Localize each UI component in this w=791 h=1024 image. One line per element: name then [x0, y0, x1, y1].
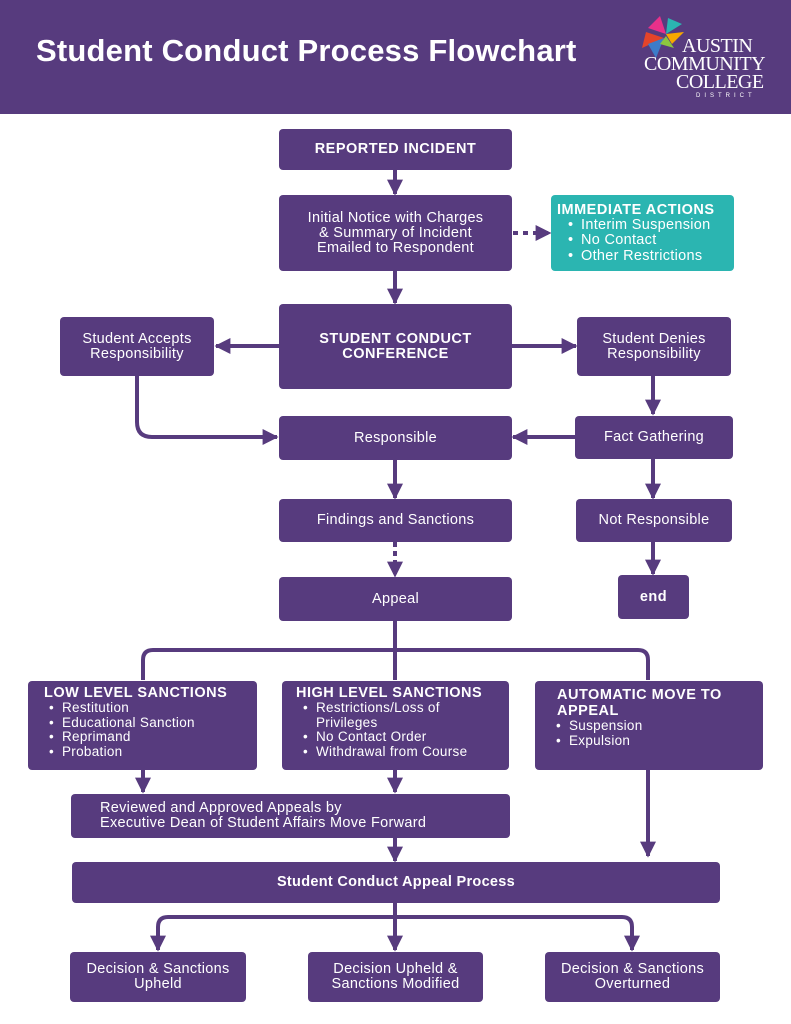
- list-item: No Contact: [568, 233, 711, 249]
- node-student-accepts: Student Accepts Responsibility: [60, 317, 214, 376]
- node-decision-upheld: Decision & Sanctions Upheld: [70, 952, 246, 1002]
- node-reviewed-appeals: Reviewed and Approved Appeals by Executi…: [71, 794, 510, 838]
- node-label: Student Conduct Appeal Process: [276, 874, 516, 890]
- node-label-line: Decision & Sanctions: [560, 961, 704, 977]
- node-label-line: & Summary of Incident: [319, 224, 472, 241]
- node-immediate-actions: IMMEDIATE ACTIONS Interim Suspension No …: [551, 195, 734, 271]
- header-bar: Student Conduct Process Flowchart AUSTIN…: [0, 0, 791, 114]
- list-item-line: Restrictions/Loss of Privileges: [316, 700, 440, 730]
- node-label-line: Decision Upheld &: [333, 961, 458, 977]
- node-heading: HIGH LEVEL SANCTIONS: [296, 685, 483, 701]
- node-label-line: Responsibility: [90, 345, 184, 362]
- logo-text-district: DISTRICT: [696, 93, 756, 99]
- node-label-line: Upheld: [134, 976, 182, 992]
- node-label: Fact Gathering: [603, 429, 705, 445]
- node-label-line: Sanctions Modified: [331, 976, 460, 992]
- node-low-level-sanctions: LOW LEVEL SANCTIONS Restitution Educatio…: [28, 681, 257, 770]
- node-label: REPORTED INCIDENT: [314, 141, 477, 157]
- node-label-line: Student Accepts: [82, 330, 192, 347]
- sanction-list: Restrictions/Loss of Privileges No Conta…: [292, 700, 499, 760]
- node-initial-notice: Initial Notice with Charges & Summary of…: [279, 195, 512, 271]
- node-automatic-move-to-appeal: AUTOMATIC MOVE TO APPEAL Suspension Expu…: [535, 681, 763, 770]
- list-item: Restitution: [49, 700, 195, 716]
- node-label: Appeal: [372, 590, 419, 607]
- node-heading: LOW LEVEL SANCTIONS: [44, 685, 228, 701]
- node-reported-incident: REPORTED INCIDENT: [279, 129, 512, 170]
- logo-star-icon: [642, 16, 684, 58]
- node-decision-overturned: Decision & Sanctions Overturned: [545, 952, 720, 1002]
- node-label-line: Reviewed and Approved Appeals by: [100, 800, 342, 816]
- node-label-line: Student Denies: [602, 330, 706, 347]
- node-label-line: Decision & Sanctions: [86, 961, 230, 977]
- node-label-line: Initial Notice with Charges: [307, 209, 484, 226]
- sanction-list: Restitution Educational Sanction Reprima…: [38, 700, 195, 760]
- list-item: Restrictions/Loss of Privileges: [303, 700, 499, 730]
- node-end: end: [618, 575, 689, 619]
- action-list: Interim Suspension No Contact Other Rest…: [557, 217, 711, 265]
- list-item: Reprimand: [49, 729, 195, 745]
- node-label-line: Executive Dean of Student Affairs Move F…: [100, 815, 427, 831]
- node-responsible: Responsible: [279, 416, 512, 460]
- node-label: Responsible: [353, 429, 438, 446]
- list-item: Probation: [49, 744, 195, 760]
- college-logo: AUSTIN COMMUNITY COLLEGE DISTRICT: [638, 14, 768, 104]
- node-heading: IMMEDIATE ACTIONS: [557, 201, 715, 218]
- page-title: Student Conduct Process Flowchart: [36, 33, 577, 68]
- node-decision-modified: Decision Upheld & Sanctions Modified: [308, 952, 483, 1002]
- list-item: Suspension: [556, 718, 643, 734]
- logo-text-line: COLLEGE: [676, 71, 764, 93]
- node-label-line: Emailed to Respondent: [316, 239, 475, 256]
- node-label-line: CONFERENCE: [342, 345, 449, 362]
- list-item: Educational Sanction: [49, 715, 195, 731]
- list-item: Other Restrictions: [568, 248, 711, 265]
- node-label-line: Responsibility: [607, 345, 701, 362]
- node-label: end: [639, 588, 668, 605]
- sanction-list: Suspension Expulsion: [545, 718, 643, 749]
- node-heading-line: APPEAL: [557, 703, 619, 719]
- node-heading-line: AUTOMATIC MOVE TO: [557, 687, 722, 703]
- logo-text-line: COMMUNITY: [644, 53, 766, 75]
- list-item: Expulsion: [556, 733, 643, 749]
- node-label-line: STUDENT CONDUCT: [319, 330, 472, 347]
- node-appeal-process: Student Conduct Appeal Process: [72, 862, 720, 903]
- node-student-denies: Student Denies Responsibility: [577, 317, 731, 376]
- list-item: No Contact Order: [303, 729, 499, 745]
- node-fact-gathering: Fact Gathering: [575, 416, 733, 459]
- node-not-responsible: Not Responsible: [576, 499, 732, 542]
- node-label-line: Overturned: [594, 976, 671, 992]
- node-appeal: Appeal: [279, 577, 512, 621]
- list-item: Withdrawal from Course: [303, 744, 499, 760]
- node-findings-and-sanctions: Findings and Sanctions: [279, 499, 512, 542]
- node-high-level-sanctions: HIGH LEVEL SANCTIONS Restrictions/Loss o…: [282, 681, 509, 770]
- list-item: Interim Suspension: [568, 217, 711, 234]
- node-label: Findings and Sanctions: [316, 512, 475, 528]
- logo-text-line: AUSTIN: [682, 35, 753, 57]
- node-student-conduct-conference: STUDENT CONDUCT CONFERENCE: [279, 304, 512, 389]
- node-label: Not Responsible: [598, 512, 710, 528]
